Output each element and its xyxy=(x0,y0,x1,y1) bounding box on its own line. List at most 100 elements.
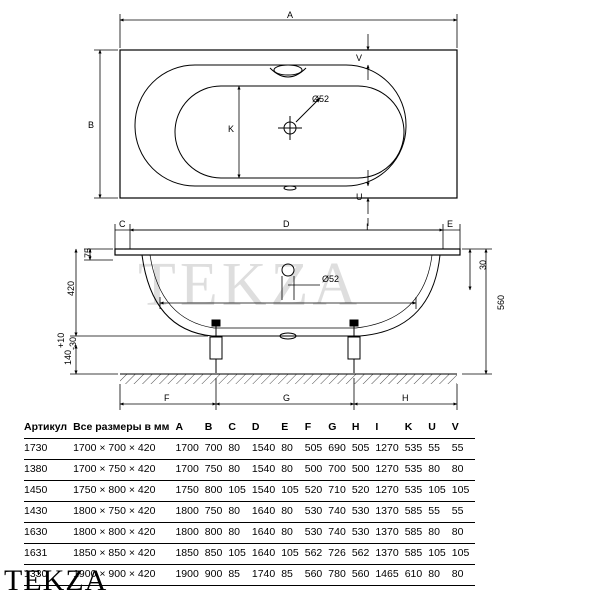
header-e: E xyxy=(281,420,289,433)
table-cell: 1800 × 750 × 420 xyxy=(73,505,156,517)
table-cell: 560 xyxy=(304,568,323,580)
table-cell: 80 xyxy=(428,568,440,580)
table-cell: 85 xyxy=(281,568,293,580)
side-drain xyxy=(281,263,295,277)
overflow-outlet xyxy=(269,67,307,78)
table-cell: 105 xyxy=(281,547,299,559)
table-cell: 80 xyxy=(451,463,464,475)
table-cell: 1540 xyxy=(251,463,276,475)
table-cell: 750 xyxy=(204,505,223,517)
label-e: E xyxy=(447,219,453,229)
header-article: Артикул xyxy=(24,420,68,433)
top-view-dimensions xyxy=(94,14,458,226)
table-cell: 105 xyxy=(451,484,470,496)
table-cell: 505 xyxy=(351,442,370,454)
label-g: G xyxy=(283,393,290,403)
table-cell: 80 xyxy=(228,505,241,517)
table-cell: 585 xyxy=(404,547,423,559)
table-cell: 1370 xyxy=(375,505,399,517)
table-cell: 800 xyxy=(204,526,223,538)
table-cell: 535 xyxy=(404,484,423,496)
table-cell: 1800 xyxy=(175,505,199,517)
table-cell: 1370 xyxy=(375,526,399,538)
header-d: D xyxy=(251,420,260,433)
table-cell: 80 xyxy=(451,568,464,580)
bathtub-technical-drawing: A B K V U I Ø52 xyxy=(56,10,506,410)
table-cell: 585 xyxy=(404,526,423,538)
drain-pipe xyxy=(281,276,295,300)
header-a: A xyxy=(175,420,184,433)
table-cell: 1700 × 700 × 420 xyxy=(73,442,156,454)
label-75: 75 xyxy=(83,248,93,258)
table-cell: 1800 xyxy=(175,526,199,538)
table-cell: 1700 xyxy=(175,463,199,475)
table-cell: 80 xyxy=(228,526,241,538)
table-cell: 1700 xyxy=(175,442,199,454)
label-diam-side: Ø52 xyxy=(322,274,339,284)
table-cell: 1730 xyxy=(24,442,48,454)
table-cell: 505 xyxy=(304,442,323,454)
table-cell: 80 xyxy=(428,526,440,538)
table-cell: 1270 xyxy=(375,484,399,496)
drain-slot xyxy=(283,185,297,191)
table-cell: 105 xyxy=(228,484,246,496)
table-cell: 1850 xyxy=(175,547,199,559)
top-view-basin-floor xyxy=(174,85,405,179)
table-cell: 105 xyxy=(451,547,470,559)
table-cell: 1380 xyxy=(24,463,48,475)
table-cell: 1370 xyxy=(375,547,399,559)
side-view-rim xyxy=(114,248,461,256)
table-cell: 1640 xyxy=(251,526,276,538)
table-cell: 800 xyxy=(204,484,223,496)
table-cell: 562 xyxy=(304,547,323,559)
label-v: V xyxy=(356,53,362,63)
table-cell: 1450 xyxy=(24,484,48,496)
label-h: H xyxy=(402,393,409,403)
table-cell: 535 xyxy=(404,463,423,475)
table-cell: 80 xyxy=(281,442,293,454)
table-cell: 1270 xyxy=(375,442,399,454)
label-30: 30 xyxy=(478,260,488,270)
header-k: K xyxy=(404,420,413,433)
table-cell: 1850 × 850 × 420 xyxy=(73,547,156,559)
table-cell: 1540 xyxy=(251,484,276,496)
table-cell: 1270 xyxy=(375,463,399,475)
table-cell: 80 xyxy=(451,526,464,538)
label-u: U xyxy=(356,192,363,202)
side-view-dimensions xyxy=(70,224,492,375)
table-cell: 1800 × 800 × 420 xyxy=(73,526,156,538)
right-leg xyxy=(347,319,361,373)
table-cell: 740 xyxy=(328,505,346,517)
table-cell: 1330 xyxy=(24,568,48,580)
top-view-outer-rim xyxy=(119,49,458,199)
label-minus30: -30 xyxy=(68,337,78,350)
table-cell: 850 xyxy=(204,547,223,559)
table-cell: 610 xyxy=(404,568,423,580)
dimensions-table: Артикул Все размеры в мм A B C D E F G H… xyxy=(24,417,476,586)
table-cell: 1900 xyxy=(175,568,199,580)
table-cell: 1465 xyxy=(375,568,399,580)
header-u: U xyxy=(428,420,436,433)
table-cell: 105 xyxy=(428,484,446,496)
table-cell: 80 xyxy=(228,442,241,454)
overflow-cap xyxy=(273,64,303,76)
header-c: C xyxy=(228,420,236,433)
label-b: B xyxy=(88,120,94,130)
header-g: G xyxy=(328,420,337,433)
table-cell: 85 xyxy=(228,568,241,580)
table-cell: 1631 xyxy=(24,547,48,559)
table-cell: 55 xyxy=(428,442,440,454)
side-view xyxy=(114,248,461,384)
table-cell: 105 xyxy=(428,547,446,559)
table-cell: 80 xyxy=(281,526,293,538)
table-cell: 535 xyxy=(404,442,423,454)
floor-hatch xyxy=(120,374,457,384)
label-k: K xyxy=(228,124,234,134)
label-d: D xyxy=(283,219,290,229)
header-b: B xyxy=(204,420,213,433)
table-cell: 55 xyxy=(428,505,440,517)
table-cell: 700 xyxy=(328,463,346,475)
top-view xyxy=(119,49,458,199)
